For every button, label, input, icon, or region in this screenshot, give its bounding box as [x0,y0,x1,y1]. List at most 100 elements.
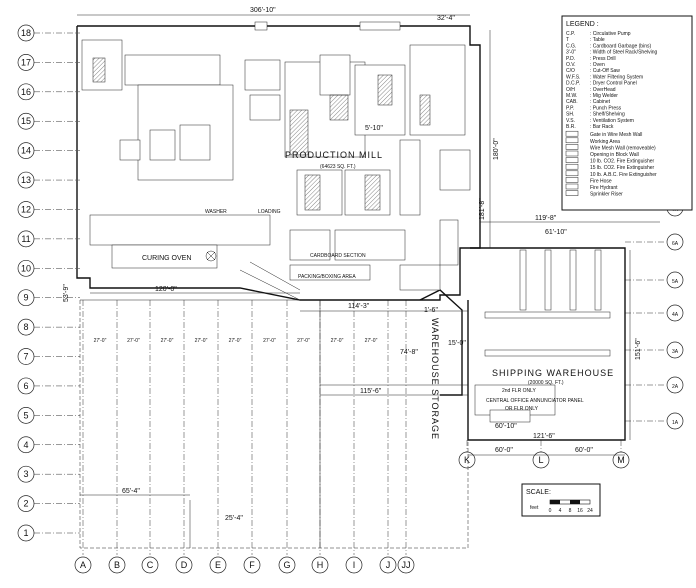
scale-unit: feet [530,505,539,511]
dim-120: 120'-0" [155,286,177,293]
legend-symbol-text: 10 lb. A.B.C. Fire Extinguisher [590,172,657,178]
column-label: B [114,560,120,570]
dim-60a: 60'-0" [495,447,513,454]
production-mill-label: PRODUCTION MILL [285,150,383,160]
bay-dimension: 27'-0" [263,338,276,344]
mill-equipment [81,21,471,301]
row-label: 1 [23,528,28,538]
right-row-label: 3A [672,349,679,355]
production-sqft-label: (64623 SQ. FT.) [320,164,356,170]
row-bubble [17,495,35,512]
row-label: 12 [21,204,31,214]
column-label: A [80,560,86,570]
row-bubble [17,142,35,159]
dim-119: 119'-8" [535,215,557,222]
bay-dimensions: 27'-0"27'-0"27'-0"27'-0"27'-0"27'-0"27'-… [94,338,378,344]
bay-dimension: 27'-0" [127,338,140,344]
legend-code: C/O [566,68,575,74]
legend-text: : Ventilation System [590,118,634,124]
column-label: F [249,560,255,570]
shipping-racks [474,249,611,423]
column-label: C [147,560,154,570]
legend-code: B.R. [566,124,576,130]
column-label: G [283,560,290,570]
dim-60b: 60'-0" [575,447,593,454]
row-label: 5 [23,410,28,420]
fire-hose-icon [565,177,579,183]
column-label: L [538,455,543,465]
legend-symbol-text: 15 lb. CO2. Fire Extinguisher [590,165,655,171]
extinguisher-co2-10-icon [565,157,579,163]
gate-icon [565,130,579,137]
dim-53: 53'-9" [63,284,70,302]
column-label: JJ [402,560,411,570]
row-bubble [17,377,35,395]
row-label: 18 [21,28,31,38]
legend-code: P.D. [566,56,575,62]
second-flr-label: 2nd FLR ONLY [502,388,536,394]
column-label: J [386,560,391,570]
bay-dimension: 27'-0" [229,338,242,344]
row-bubble [17,318,35,336]
dim-15: 15'-0" [448,340,466,347]
central-office-label: CENTRAL OFFICE ANNUNCIATOR PANEL [486,398,584,404]
row-label: 3 [23,469,28,479]
row-label: 17 [21,57,31,67]
scale-tick: 4 [559,508,562,514]
legend-text: : Mig Welder [590,93,618,99]
legend-text: : OverHead [590,87,616,93]
legend-text: : Cut-Off Saw [590,68,620,74]
dim-60c: 60'-10" [495,423,517,430]
row-label: 2 [23,499,28,509]
legend-text: : Width of Steel Rack/Shelving [590,50,657,56]
row-label: 13 [21,175,31,185]
working-area-icon [565,137,579,144]
opening-icon [565,150,579,157]
dim-1-6: 1'-6" [424,307,438,314]
right-row-label: 2A [672,384,679,390]
legend-code: M.W. [566,93,577,99]
washer-label: WASHER [205,209,227,215]
legend-text: : Water Filtering System [590,74,643,80]
row-bubble [17,24,35,42]
legend-code: P.P. [566,105,574,111]
dim-5-10: 5'-10" [365,125,383,132]
row-label: 10 [21,263,31,273]
cardboard-label: CARDBOARD SECTION [310,253,366,259]
right-row-label: 5A [672,279,679,285]
column-label: K [464,455,470,465]
row-bubble [17,83,35,101]
row-label: 9 [23,293,28,303]
legend-symbol-text: Fire Hydrant [590,185,618,191]
bay-dimension: 27'-0" [297,338,310,344]
bay-dimension: 27'-0" [365,338,378,344]
row-bubble [17,259,35,277]
legend-title: LEGEND : [566,21,599,28]
scale-tick: 24 [587,508,593,514]
column-label: D [181,560,188,570]
column-label: I [353,560,356,570]
row-bubble [17,171,35,189]
legend-text: : Punch Press [590,105,622,111]
legend-symbol-text: Opening in Block Wall [590,152,639,158]
legend-text: : Cabinet [590,99,611,105]
scale-tick: 16 [577,508,583,514]
dim-top-overall: 306'-10" [250,7,276,14]
packing-label: PACKING/BOXING AREA [298,274,356,280]
bay-dimension: 27'-0" [94,338,107,344]
scale-tick: 8 [569,508,572,514]
row-bubble [17,407,35,424]
dim-114: 114'-3" [348,303,370,310]
column-label: H [317,560,324,570]
legend-text: : Press Drill [590,56,616,62]
legend-code: C.P. [566,31,575,37]
row-bubble [17,230,35,248]
column-label: M [617,455,625,465]
dimension-lines [77,14,660,548]
extinguisher-co2-15-icon [565,163,579,170]
shipping-warehouse-label: SHIPPING WAREHOUSE [492,368,614,378]
dim-74: 74'-8" [400,349,418,356]
legend-text: : Oven [590,62,605,68]
